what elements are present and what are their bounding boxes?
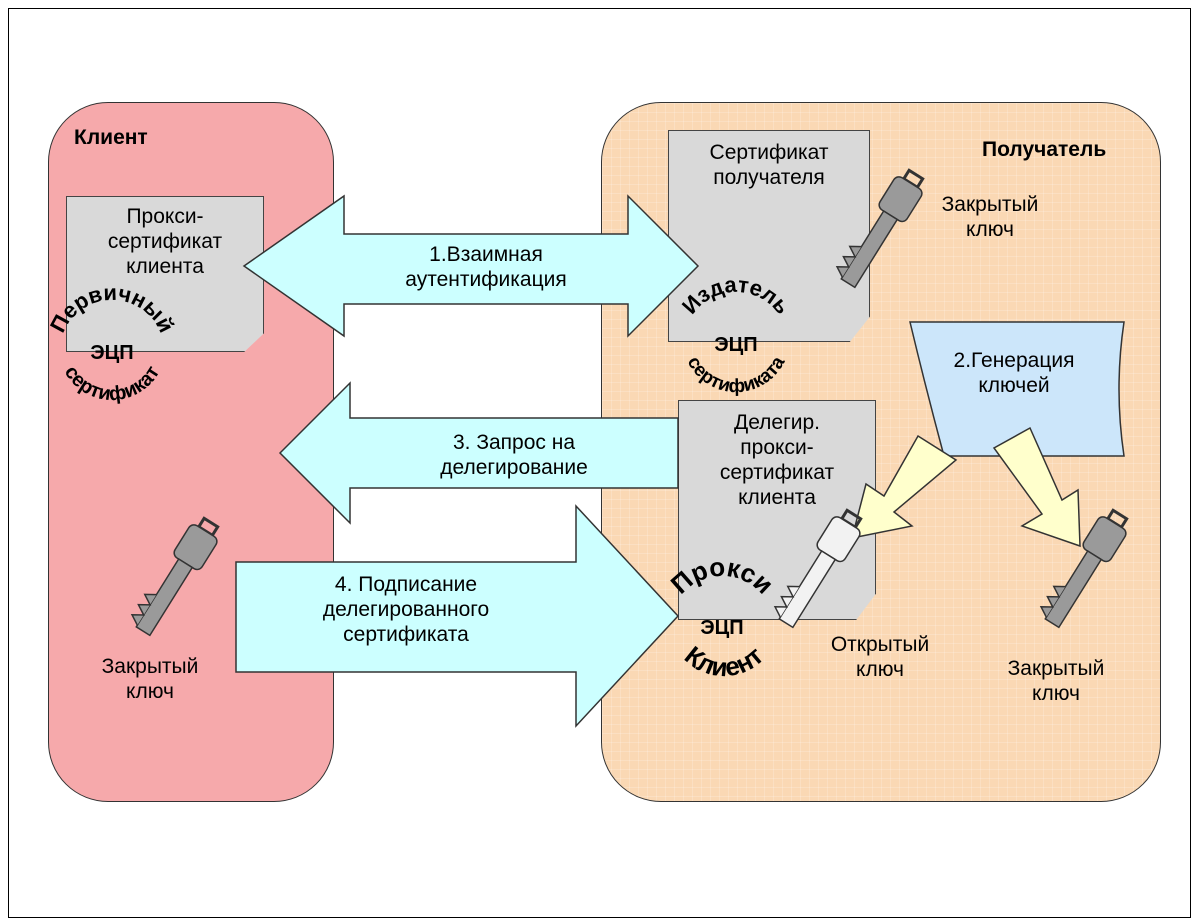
issuer-seal: Издатель ЭЦП сертификата	[677, 272, 795, 397]
keygen-box	[909, 321, 1125, 457]
signing-label: 4. Подписание делегированного сертификат…	[322, 573, 490, 646]
delegated-proxy-certificate	[678, 400, 876, 620]
client-proxy-certificate	[66, 196, 264, 352]
recipient-private-key-label-top: Закрытый ключ	[941, 193, 1039, 241]
recipient-certificate	[668, 130, 870, 342]
delegated-proxy-certificate-label: Делегир. прокси- сертификат клиента	[719, 411, 835, 509]
client-proxy-certificate-label: Прокси- сертификат клиента	[107, 205, 223, 278]
mutual-auth-arrow	[242, 194, 700, 338]
keygen-to-public-key-arrow	[850, 434, 958, 539]
mutual-auth-label: 1.Взаимная аутентификация	[405, 243, 567, 291]
signing-arrow	[235, 504, 680, 728]
issuer-seal-top-text: Издатель	[677, 272, 795, 319]
proxy-seal-bottom-text: Клиент	[679, 640, 769, 682]
svg-text:Первичный: Первичный	[45, 280, 179, 337]
recipient-private-key-icon-bottom	[1039, 508, 1129, 629]
public-key-label: Открытый ключ	[830, 633, 930, 681]
proxy-seal-top-text: Прокси	[665, 552, 780, 600]
svg-text:Клиент: Клиент	[679, 640, 769, 682]
client-seal-bottom-text: сертификат	[60, 362, 164, 406]
recipient-certificate-label: Сертификат получателя	[709, 141, 829, 189]
client-seal-middle-text: ЭЦП	[90, 342, 133, 364]
recipient-title: Получатель	[982, 138, 1107, 161]
issuer-seal-middle-text: ЭЦП	[714, 334, 757, 356]
recipient-private-key-icon-top	[835, 168, 925, 289]
keygen-to-private-key-arrow	[992, 426, 1081, 548]
keygen-label: 2.Генерация ключей	[953, 349, 1075, 397]
svg-text:сертификата: сертификата	[683, 353, 790, 398]
client-title: Клиент	[74, 126, 148, 149]
svg-text:сертификат: сертификат	[60, 362, 164, 406]
client-primary-seal: Первичный ЭЦП сертификат	[45, 280, 179, 406]
proxy-client-seal: Прокси ЭЦП Клиент	[665, 552, 780, 683]
issuer-seal-bottom-text: сертификата	[683, 353, 790, 398]
public-key-icon	[773, 508, 863, 629]
recipient-private-key-label-bottom: Закрытый ключ	[1007, 657, 1105, 705]
proxy-seal-middle-text: ЭЦП	[700, 617, 743, 639]
client-private-key-label: Закрытый ключ	[101, 655, 199, 703]
client-private-key-icon	[130, 516, 220, 637]
client-seal-top-text: Первичный	[45, 280, 179, 337]
svg-text:Издатель: Издатель	[677, 272, 795, 319]
delegation-request-label: 3. Запрос на делегирование	[440, 431, 588, 479]
delegation-request-arrow	[278, 381, 679, 525]
svg-text:Прокси: Прокси	[665, 552, 780, 600]
